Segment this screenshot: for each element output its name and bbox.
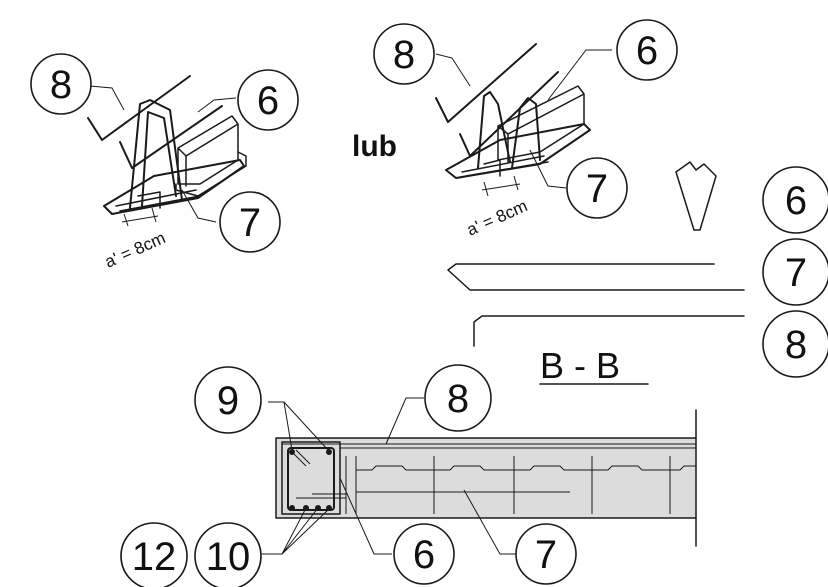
bubble-6-legend bbox=[762, 166, 828, 234]
section-title: B - B bbox=[540, 345, 620, 386]
top-bar-8a bbox=[87, 75, 191, 141]
bubble-7-section bbox=[515, 523, 577, 585]
beam-outline bbox=[275, 437, 697, 519]
bubble-6-section bbox=[393, 523, 455, 585]
mid-bar-8b bbox=[459, 71, 559, 157]
rebar-dot-3 bbox=[289, 505, 295, 511]
stirrup-6 bbox=[129, 99, 183, 209]
top-bar-line bbox=[282, 443, 696, 449]
bubble-9 bbox=[194, 366, 262, 434]
bubble-6-left bbox=[237, 69, 299, 131]
bubble-10 bbox=[194, 522, 262, 587]
bubble-10-text: 10 bbox=[206, 535, 251, 579]
bubble-12 bbox=[120, 522, 188, 587]
leader-9 bbox=[268, 401, 329, 451]
bubble-8-mid bbox=[373, 23, 435, 85]
mid-concrete-block bbox=[497, 85, 585, 163]
leader-6-left bbox=[197, 97, 237, 113]
concrete-block bbox=[177, 115, 239, 187]
bubble-7-mid-text: 7 bbox=[586, 167, 608, 211]
leader-10-12 bbox=[262, 507, 331, 555]
bubble-8-section-text: 8 bbox=[447, 377, 469, 421]
bubble-7-left bbox=[219, 191, 281, 253]
bubble-6-mid-text: 6 bbox=[636, 29, 658, 73]
bubble-8-legend bbox=[762, 310, 828, 378]
detail-top-left: a' = 8cm 8 6 7 bbox=[30, 53, 299, 272]
leader-8-left bbox=[89, 85, 125, 111]
leader-6-section bbox=[339, 477, 392, 555]
rebar-dot-6 bbox=[326, 505, 332, 511]
bubble-6-mid bbox=[616, 19, 678, 81]
dim-line-mid bbox=[481, 175, 521, 197]
bubble-8-left-text: 8 bbox=[50, 63, 72, 107]
bubble-6-left-text: 6 bbox=[257, 79, 279, 123]
bubble-7-left-text: 7 bbox=[239, 201, 261, 245]
bubble-9-text: 9 bbox=[217, 379, 239, 423]
dim-text-mid: a' = 8cm bbox=[464, 196, 530, 239]
shape-8 bbox=[473, 315, 745, 347]
rebar-dot-1 bbox=[289, 449, 295, 455]
leader-7-mid bbox=[529, 149, 567, 189]
bubble-12-text: 12 bbox=[132, 535, 177, 579]
bubble-7-section-text: 7 bbox=[535, 533, 557, 577]
mid-bar-8a bbox=[435, 43, 537, 123]
bubble-6-legend-text: 6 bbox=[785, 179, 807, 223]
rebar-dot-2 bbox=[326, 449, 332, 455]
section-bb: 9 8 12 10 6 7 bbox=[120, 364, 697, 587]
bubble-7-mid bbox=[566, 157, 628, 219]
shape-6 bbox=[675, 161, 717, 231]
leader-8-section bbox=[385, 397, 424, 445]
bubble-6-section-text: 6 bbox=[413, 533, 435, 577]
lub-label: lub bbox=[352, 130, 397, 163]
leader-7-left bbox=[181, 189, 217, 223]
beam-panels bbox=[345, 456, 696, 514]
leader-8-mid bbox=[435, 53, 471, 87]
shape-7 bbox=[447, 263, 745, 291]
dim-line-left bbox=[121, 207, 159, 227]
block-flange bbox=[175, 151, 247, 197]
base-frame-7 bbox=[103, 159, 245, 215]
bubble-8-legend-text: 8 bbox=[785, 323, 807, 367]
bottom-bar-line bbox=[296, 493, 346, 499]
mid-base-frame-7 bbox=[445, 123, 591, 179]
bubble-8-section bbox=[424, 364, 492, 432]
dim-text-left: a' = 8cm bbox=[102, 228, 168, 271]
bubble-7-legend bbox=[762, 238, 828, 306]
bar-shapes-legend: 6 7 8 bbox=[447, 161, 828, 378]
bubble-8-mid-text: 8 bbox=[393, 33, 415, 77]
detail-top-middle: a' = 8cm 8 6 7 bbox=[373, 19, 678, 240]
leader-7-section bbox=[463, 489, 516, 555]
beam-fill bbox=[276, 438, 696, 518]
mid-stirrup-6b bbox=[511, 97, 541, 169]
stirrup-6b bbox=[141, 111, 177, 207]
mid-stirrup-6 bbox=[477, 91, 511, 169]
column-stirrup bbox=[287, 447, 335, 511]
bubble-8-left bbox=[30, 53, 92, 115]
top-bar-8b bbox=[119, 105, 223, 169]
bubble-7-legend-text: 7 bbox=[785, 251, 807, 295]
leader-6-mid bbox=[547, 49, 612, 101]
column-hooks bbox=[291, 449, 311, 467]
